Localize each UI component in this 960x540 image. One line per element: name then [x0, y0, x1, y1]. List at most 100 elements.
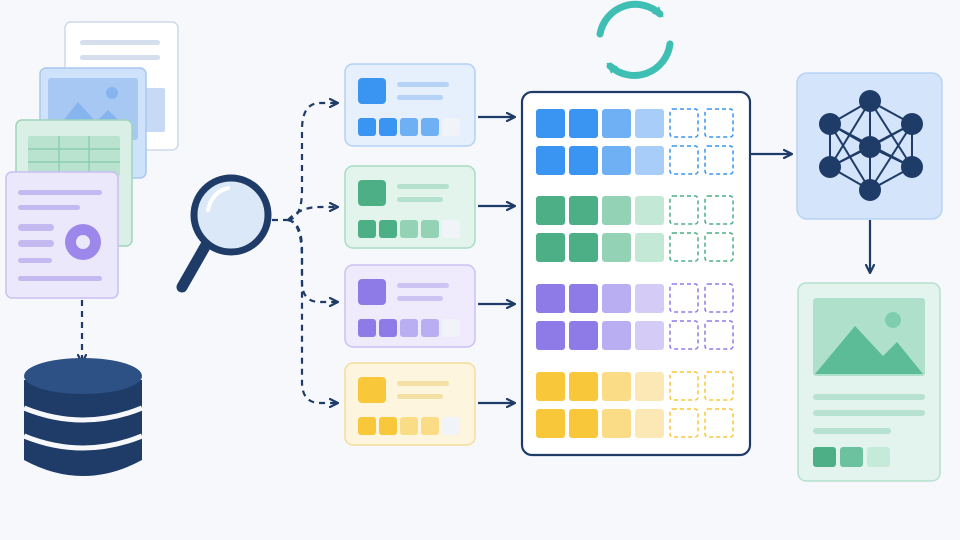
category-tile: [400, 319, 418, 337]
matrix-group-purple: [536, 283, 734, 350]
matrix-group-green: [536, 195, 734, 262]
network-node: [819, 113, 841, 135]
matrix-cell: [635, 372, 664, 401]
matrix-cell: [569, 146, 598, 175]
matrix-empty-cell: [704, 371, 734, 401]
network-node: [859, 90, 881, 112]
category-tile: [421, 220, 439, 238]
image-report-icon: [797, 282, 941, 482]
category-swatch: [358, 78, 386, 104]
category-tile: [442, 319, 460, 337]
matrix-empty-cell: [669, 320, 699, 350]
matrix-cell: [569, 233, 598, 262]
matrix-cell: [569, 372, 598, 401]
matrix-cell: [635, 196, 664, 225]
category-tile: [442, 118, 460, 136]
matrix-cell: [569, 284, 598, 313]
matrix-cell: [602, 372, 631, 401]
neural-network-icon: [819, 90, 923, 201]
matrix-cell: [635, 146, 664, 175]
feature-matrix-board: [520, 90, 752, 457]
category-tile: [400, 220, 418, 238]
category-tile: [400, 417, 418, 435]
category-tile: [358, 220, 376, 238]
matrix-empty-cell: [704, 232, 734, 262]
matrix-cell: [602, 321, 631, 350]
form-document-icon: [5, 171, 119, 299]
matrix-cell: [536, 146, 565, 175]
branch-connectors: [272, 103, 337, 403]
category-tile: [442, 417, 460, 435]
matrix-cell: [635, 409, 664, 438]
category-tile: [421, 319, 439, 337]
refresh-cycle-icon: [596, 0, 674, 79]
category-tile: [379, 220, 397, 238]
matrix-cell: [536, 233, 565, 262]
category-tile: [358, 319, 376, 337]
matrix-cell: [602, 233, 631, 262]
matrix-group-blue: [536, 108, 734, 175]
matrix-cell: [602, 109, 631, 138]
category-card-green: [344, 165, 476, 249]
matrix-cell: [536, 284, 565, 313]
matrix-empty-cell: [669, 145, 699, 175]
category-tile: [400, 118, 418, 136]
magnifier-icon: [176, 174, 272, 293]
matrix-cell: [635, 321, 664, 350]
category-swatch: [358, 180, 386, 206]
category-tile: [421, 118, 439, 136]
category-tile: [379, 118, 397, 136]
matrix-cell: [536, 372, 565, 401]
category-card-blue: [344, 63, 476, 147]
network-node: [901, 156, 923, 178]
matrix-cell: [635, 109, 664, 138]
matrix-empty-cell: [704, 108, 734, 138]
database-icon: [23, 358, 143, 476]
network-node: [901, 113, 923, 135]
matrix-cell: [536, 109, 565, 138]
matrix-cell: [635, 284, 664, 313]
matrix-cell: [569, 109, 598, 138]
matrix-cell: [602, 409, 631, 438]
matrix-empty-cell: [704, 195, 734, 225]
matrix-group-yellow: [536, 371, 734, 438]
matrix-empty-cell: [704, 145, 734, 175]
card-to-matrix-arrows: [478, 117, 514, 403]
matrix-cell: [536, 409, 565, 438]
matrix-empty-cell: [669, 283, 699, 313]
category-tile: [442, 220, 460, 238]
matrix-empty-cell: [669, 408, 699, 438]
network-node: [859, 179, 881, 201]
feature-matrix: [536, 108, 734, 438]
category-card-purple: [344, 264, 476, 348]
matrix-empty-cell: [669, 195, 699, 225]
category-tile: [379, 417, 397, 435]
category-tile: [358, 417, 376, 435]
category-tile: [421, 417, 439, 435]
matrix-empty-cell: [669, 371, 699, 401]
category-swatch: [358, 279, 386, 305]
matrix-cell: [569, 409, 598, 438]
matrix-cell: [602, 146, 631, 175]
matrix-cell: [536, 196, 565, 225]
matrix-cell: [635, 233, 664, 262]
category-card-yellow: [344, 362, 476, 446]
category-cards: [344, 63, 476, 446]
matrix-cell: [602, 196, 631, 225]
network-node: [819, 156, 841, 178]
document-stack: [5, 21, 179, 299]
matrix-empty-cell: [704, 408, 734, 438]
category-tile: [379, 319, 397, 337]
matrix-cell: [569, 321, 598, 350]
matrix-empty-cell: [669, 232, 699, 262]
matrix-cell: [536, 321, 565, 350]
matrix-empty-cell: [704, 320, 734, 350]
category-swatch: [358, 377, 386, 403]
network-node: [859, 136, 881, 158]
matrix-cell: [569, 196, 598, 225]
matrix-cell: [602, 284, 631, 313]
matrix-empty-cell: [704, 283, 734, 313]
category-tile: [358, 118, 376, 136]
matrix-empty-cell: [669, 108, 699, 138]
